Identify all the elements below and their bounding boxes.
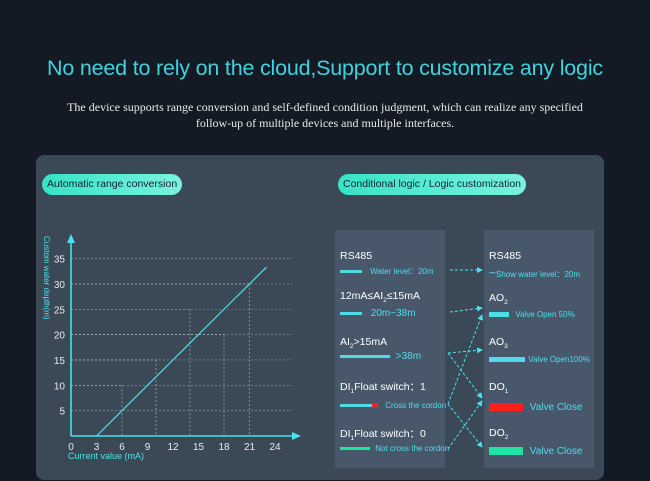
level-bar [489, 312, 509, 318]
input-ai2-high-value-row: >38m [340, 351, 421, 362]
output-rs485-title: RS485 [489, 250, 522, 262]
x-tick-label: 6 [119, 442, 125, 453]
input-rs485-value-row: Water level：20m [340, 266, 434, 277]
x-tick-label: 9 [145, 442, 151, 453]
value-bar [340, 354, 390, 358]
page-subtitle-line-1: The device supports range conversion and… [67, 100, 583, 114]
output-ao3-title: AO3 [489, 336, 508, 351]
input-di1-float-1-value-row: Cross the cordon [340, 401, 446, 410]
connector-ai2-range [449, 305, 483, 313]
output-ao3-value: Valve Open100% [528, 355, 590, 364]
y-tick-label: 10 [54, 381, 66, 392]
output-do2-title: DO2 [489, 427, 509, 442]
logic-connectors [447, 267, 484, 450]
connector-ai2-high [447, 347, 483, 354]
x-tick-label: 12 [167, 442, 179, 453]
value-bar [340, 270, 362, 274]
output-ao2-title: AO2 [489, 292, 508, 307]
y-tick-label: 30 [54, 280, 66, 291]
connector-ai2-high-to-do1 [447, 352, 483, 399]
output-do2-value-row: Valve Close [489, 446, 582, 457]
output-do1-value-row: Valve Close [489, 402, 582, 413]
input-rs485-value: Water level：20m [370, 267, 434, 276]
input-rs485-title: RS485 [340, 250, 373, 262]
value-bar [340, 311, 362, 315]
output-do2-value: Valve Close [529, 446, 583, 457]
data-line [96, 266, 267, 437]
range-conversion-label: Automatic range conversion [42, 174, 183, 195]
input-conditions-column: RS485 Water level：20m 12mA≤AI2≤15mA 20m~… [335, 230, 449, 468]
x-tick-label: 0 [68, 442, 74, 453]
y-tick-label: 35 [54, 255, 66, 266]
input-di1-float-0-value-row: Not cross the cordon [340, 444, 449, 453]
logic-customization-label: Conditional logic / Logic customization [338, 174, 527, 195]
output-ao2-value-row: Valve Open 50% [489, 310, 575, 319]
connector-di1-1-to-ao2 [447, 314, 484, 405]
input-ai2-high-title: AI2>15mA [340, 336, 388, 351]
input-ai2-range-value-row: 20m~38m [340, 308, 416, 319]
output-rs485-value: Show water level：20m [496, 270, 581, 279]
wave-icon: ~ [489, 266, 497, 280]
x-tick-label: 21 [244, 442, 256, 453]
x-tick-label: 24 [269, 442, 281, 453]
y-axis-arrow [67, 234, 75, 243]
y-tick-label: 15 [54, 356, 66, 367]
red-indicator [372, 403, 378, 409]
output-do1-title: DO1 [489, 381, 509, 396]
x-axis-label: Current value (mA) [68, 451, 144, 461]
y-axis-label: Custom water depth(m) [42, 236, 51, 320]
y-tick-label: 5 [59, 407, 65, 418]
y-tick-label: 25 [54, 305, 66, 316]
feature-panel: Automatic range conversion Conditional l… [36, 155, 604, 480]
x-tick-label: 15 [193, 442, 205, 453]
input-ai2-high-value: >38m [395, 351, 422, 362]
x-tick-label: 18 [218, 442, 230, 453]
valve-status-green [489, 447, 523, 456]
input-di1-float-0-title: DI1Float switch：0 [340, 428, 426, 443]
page-subtitle-line-2: follow-up of multiple devices and multip… [195, 116, 455, 130]
input-di1-float-1-value: Cross the cordon [385, 401, 447, 410]
level-bar [489, 357, 525, 363]
output-ao2-value: Valve Open 50% [515, 310, 575, 319]
output-ao3-value-row: Valve Open100% [489, 355, 590, 364]
output-do1-value: Valve Close [529, 402, 583, 413]
connector-di1-1-to-do2 [447, 403, 483, 448]
valve-status-red [489, 403, 523, 412]
value-bar [340, 447, 370, 451]
value-bar [340, 404, 372, 408]
x-tick-label: 3 [94, 442, 100, 453]
input-ai2-range-title: 12mA≤AI2≤15mA [340, 290, 420, 305]
input-di1-float-0-value: Not cross the cordon [375, 444, 450, 453]
output-rs485-value-row: ~Show water level：20m [489, 266, 580, 280]
output-actions-column: RS485 ~Show water level：20m AO2 Valve Op… [484, 230, 594, 468]
y-tick-label: 20 [54, 331, 66, 342]
input-di1-float-1-title: DI1Float switch：1 [340, 381, 426, 396]
x-axis-arrow [292, 432, 301, 440]
input-ai2-range-value: 20m~38m [370, 308, 416, 319]
page-title: No need to rely on the cloud,Support to … [47, 56, 603, 80]
